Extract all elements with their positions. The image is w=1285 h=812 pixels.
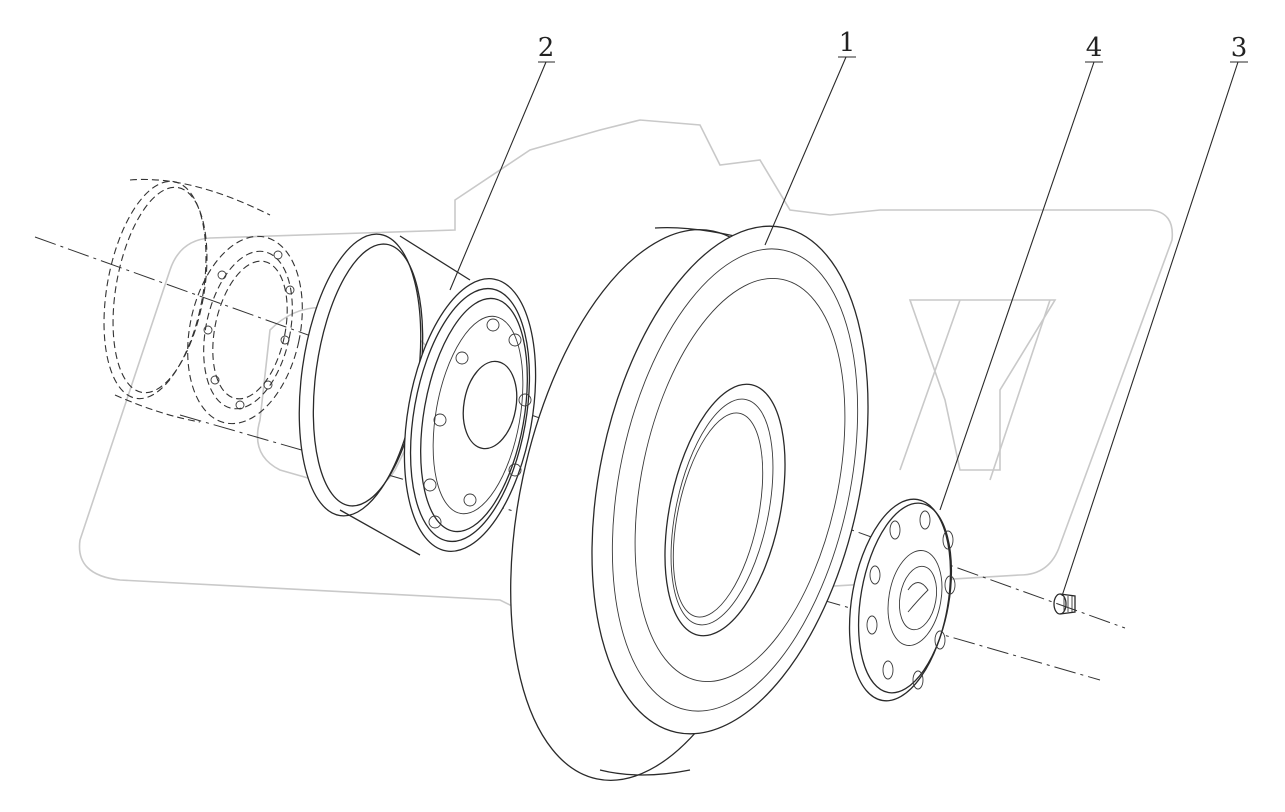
drum-bolt-holes (203, 250, 295, 410)
hub-cap (848, 498, 956, 702)
valve-cap (1053, 593, 1076, 615)
rim-stud-holes (423, 318, 532, 529)
callout-valve: 3 (1231, 33, 1248, 63)
callout-tire: 1 (839, 28, 856, 58)
hubcap-holes (866, 510, 956, 690)
tire (510, 225, 869, 781)
wheel-rim (298, 233, 537, 556)
leader-lines (449, 56, 1248, 597)
callout-rim: 2 (538, 33, 555, 63)
callout-hubcap: 4 (1086, 33, 1103, 63)
brake-drum (103, 178, 303, 425)
